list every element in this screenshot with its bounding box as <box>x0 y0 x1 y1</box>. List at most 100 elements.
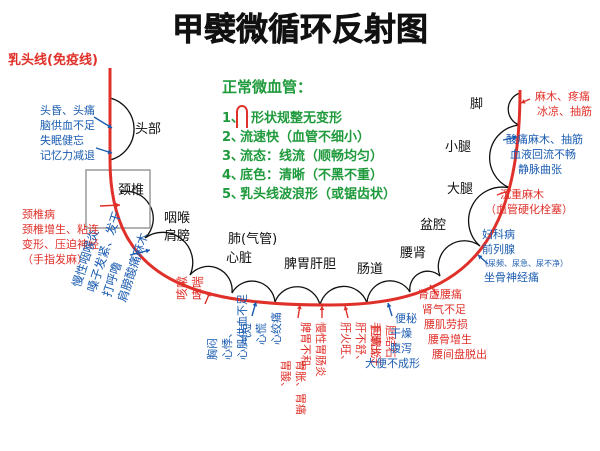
note-heart_b-1: 心慌 <box>255 323 268 345</box>
region-heart: 心脏 <box>226 251 252 266</box>
note-pelvis-0: 妇科病 <box>482 227 515 241</box>
note-neck-3: （手指发麻） <box>22 252 88 266</box>
nailfold-curve <box>108 68 522 307</box>
note-heart_a-1: 心悸、 <box>221 327 234 360</box>
arrow-head <box>430 285 435 290</box>
rim-line-label: 乳头线(免疫线) <box>8 52 98 68</box>
region-shoulder: 肩膀 <box>164 228 190 244</box>
note-thigh-0: 沉重麻木 <box>500 187 544 201</box>
note-head-1: 脑供血不足 <box>40 118 95 132</box>
arrow-head <box>145 248 150 254</box>
arrow-head <box>297 305 302 310</box>
notes-calf: 酸痛麻木、抽筋 血液回流不畅 静脉曲张 <box>506 132 583 176</box>
region-spleen: 脾胃肝胆 <box>284 257 336 272</box>
normal-item-5: 乳头线波浪形（或锯齿状） <box>240 186 396 202</box>
normal-capillary-panel: 正常微血管： 1、 形状规整无变形 2、 流速快（血管不细小） 3、 流态：线流… <box>222 78 396 202</box>
arrow-head <box>512 135 517 141</box>
normal-item-3-num: 3、 <box>222 149 244 164</box>
capillary-bump <box>109 97 135 161</box>
normal-item-2-num: 2、 <box>222 130 244 145</box>
normal-item-1: 形状规整无变形 <box>251 110 342 126</box>
region-foot: 脚 <box>470 96 483 112</box>
note-neck-0: 颈椎病 <box>22 207 55 221</box>
notes-pelvis: 妇科病 前列腺 （尿频、尿急、尿不净） 坐骨神经痛 <box>480 227 568 284</box>
notes-lung: 咳嗽哮喘 <box>175 276 205 300</box>
note-neck-2: 变形、压迫神经 <box>22 237 99 251</box>
note-calf-2: 静脉曲张 <box>518 162 562 176</box>
capillary-bump <box>144 231 194 276</box>
notes-heart_a: 胸闷心悸、心肌供血不足 <box>205 294 249 360</box>
arrow-head <box>319 306 325 310</box>
note-heart_b-0: 气短 <box>239 323 253 345</box>
capillary-bump <box>409 270 441 293</box>
note-thigh-1: （血管硬化栓塞） <box>485 202 573 216</box>
normal-item-4-num: 4、 <box>222 168 244 183</box>
note-spleen_c-2: 手脚出汗 <box>369 322 383 366</box>
note-heart_a-2: 心肌供血不足 <box>235 294 249 360</box>
symptom-notes: 头昏、头痛 脑供血不足 失眠健忘 记忆力减退 颈椎病 颈椎增生、粘连 变形、压迫… <box>22 89 592 361</box>
note-intestine-1: 干燥 <box>390 327 412 340</box>
note-spleen_a-1: 胃胀、胃痛 <box>294 360 308 415</box>
region-neck: 颈椎 <box>118 183 144 198</box>
note-lung-1: 哮喘 <box>191 276 205 300</box>
region-labels: 头部 颈椎 咽喉 肩膀 肺(气管) 心脏 脾胃肝胆 肠道 腰肾 盆腔 大腿 小腿… <box>118 96 483 277</box>
notes-spleen_c: 肝火旺、肝不舒、手脚出汗 <box>339 322 383 366</box>
note-foot-1: 冰凉、抽筋 <box>537 104 592 118</box>
note-head-0: 头昏、头痛 <box>40 103 95 117</box>
capillary-bump <box>189 265 233 294</box>
region-calf: 小腿 <box>445 140 471 155</box>
note-calf-1: 血液回流不畅 <box>510 147 576 161</box>
note-calf-0: 酸痛麻木、抽筋 <box>506 132 583 146</box>
region-intestine: 肠道 <box>357 262 383 277</box>
arrow-head <box>343 306 349 311</box>
notes-spleen_a: 胃酸、胃胀、胃痛 <box>279 360 308 415</box>
notes-foot: 麻木、疼痛 冰凉、抽筋 <box>535 89 592 118</box>
note-spleen_a-0: 胃酸、 <box>279 360 293 393</box>
normal-item-2: 流速快（血管不细小） <box>240 129 370 145</box>
note-waist-3: 腰骨增生 <box>428 332 472 346</box>
notes-thigh: 沉重麻木 （血管硬化栓塞） <box>485 187 573 216</box>
note-head-3: 记忆力减退 <box>40 149 95 162</box>
region-waist: 腰肾 <box>400 246 426 261</box>
capillary-bump <box>437 240 481 277</box>
note-pelvis-3: 坐骨神经痛 <box>484 270 539 284</box>
note-intestine-2: 腹泻 <box>390 341 412 355</box>
region-head: 头部 <box>135 122 161 137</box>
note-spleen_d-1: 胆结石 <box>384 325 397 358</box>
neck-region-box <box>85 169 151 229</box>
arrow-head <box>386 303 392 308</box>
notes-neck: 颈椎病 颈椎增生、粘连 变形、压迫神经 （手指发麻） <box>22 207 99 266</box>
region-thigh: 大腿 <box>447 182 473 197</box>
note-spleen_c-1: 肝不舒、 <box>354 322 368 366</box>
note-lung-0: 咳嗽 <box>175 276 189 300</box>
note-intestine-3: 大便不成形 <box>365 356 420 370</box>
note-foot-0: 麻木、疼痛 <box>535 89 590 103</box>
arrow-head <box>521 99 526 104</box>
notes-heart_b: 气短心慌心绞痛 <box>239 312 283 345</box>
note-spleen_c-0: 肝火旺、 <box>339 322 352 366</box>
note-head-2: 失眠健忘 <box>40 133 84 147</box>
arrow-head <box>115 202 120 208</box>
note-waist-0: 肾虚腰痛 <box>418 287 462 301</box>
notes-head: 头昏、头痛 脑供血不足 失眠健忘 记忆力减退 <box>40 103 95 162</box>
note-waist-2: 腰肌劳损 <box>424 317 468 331</box>
notes-waist: 肾虚腰痛 肾气不足 腰肌劳损 腰骨增生 腰间盘脱出 <box>418 287 487 361</box>
arrow-head <box>107 123 112 128</box>
note-pelvis-1: 前列腺 <box>482 242 515 256</box>
region-pelvis: 盆腔 <box>420 218 446 233</box>
notes-spleen_b: 脾胃不和、慢性胃肠炎 <box>299 322 328 377</box>
capillary-bumps <box>109 92 521 306</box>
normal-item-5-num: 5、 <box>222 187 244 202</box>
note-spleen_b-1: 慢性胃肠炎 <box>314 322 328 377</box>
arrow-head <box>107 149 112 155</box>
capillary-bump <box>507 92 521 126</box>
arrow-head <box>206 292 211 297</box>
capillary-bump <box>366 280 411 304</box>
pointer-arrows <box>93 98 531 319</box>
note-spleen_b-0: 脾胃不和、 <box>299 322 313 377</box>
capillary-bump <box>467 186 511 247</box>
normal-item-4: 底色：清晰（不黑不重） <box>240 167 383 183</box>
note-heart_a-0: 胸闷 <box>205 338 219 360</box>
